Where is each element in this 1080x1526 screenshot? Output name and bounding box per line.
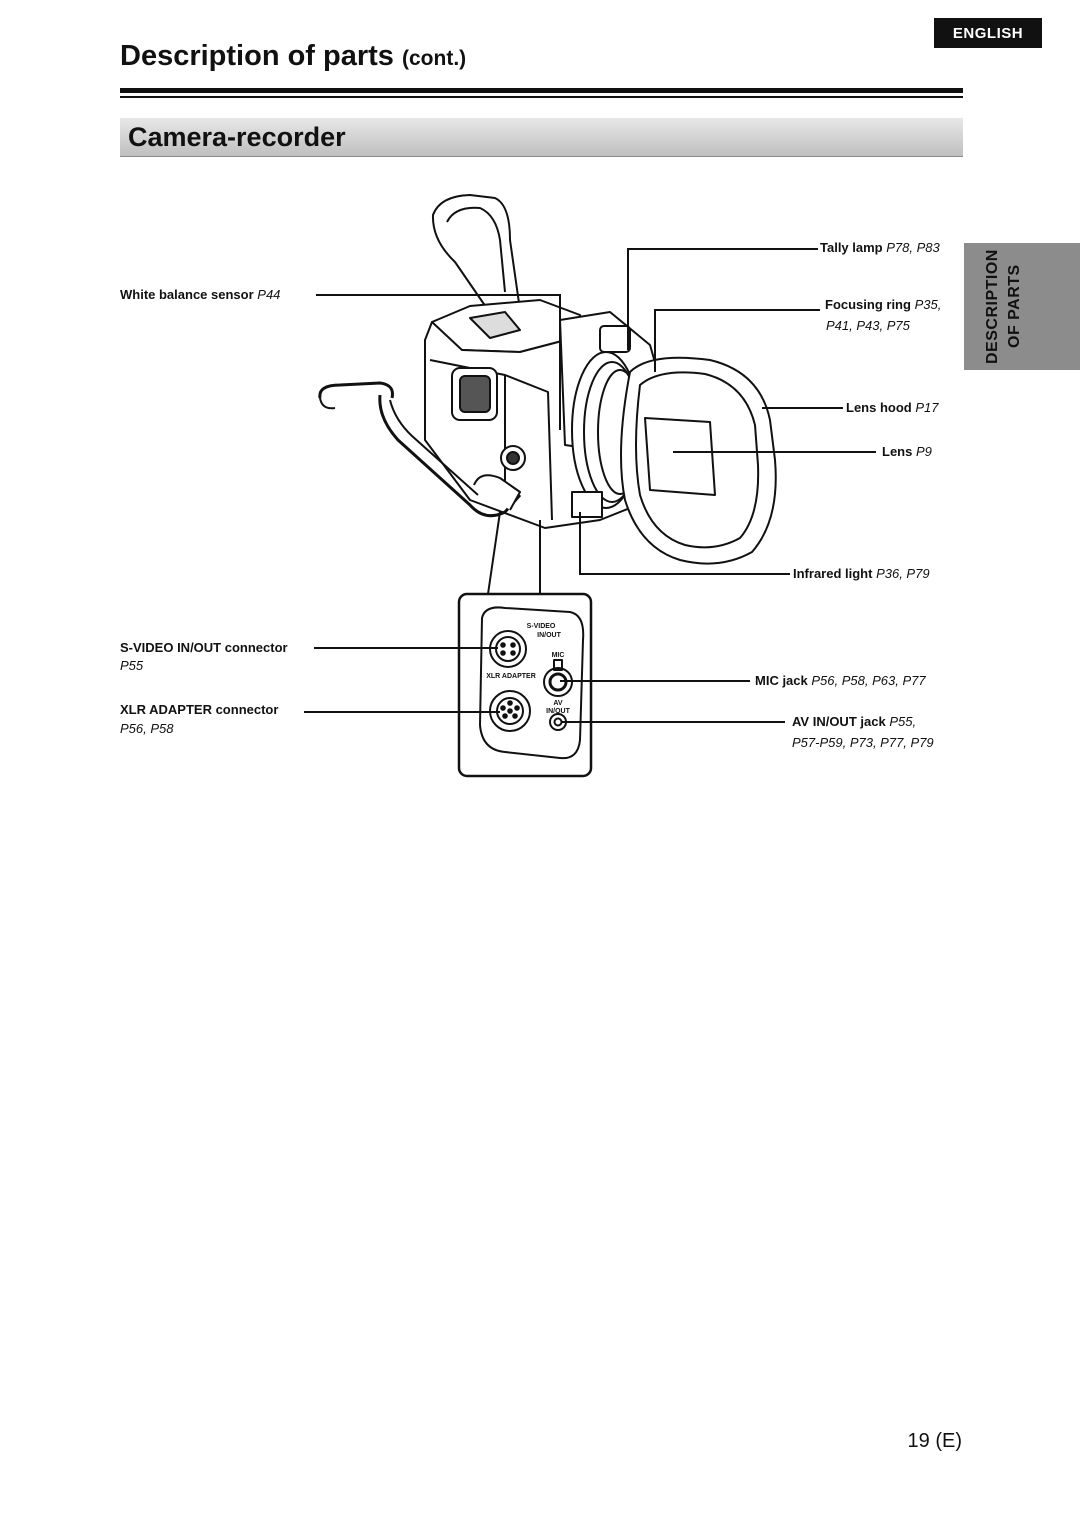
callout-svideo-ref-line: P55 — [120, 658, 143, 674]
cable — [318, 381, 394, 399]
callout-focusing-ring-ref2: P41, P43, P75 — [826, 318, 910, 333]
section-band — [120, 118, 963, 157]
callout-xlr-ref-line: P56, P58 — [120, 721, 174, 737]
callout-white-balance: White balance sensor P44 — [120, 287, 280, 303]
callout-svideo: S-VIDEO IN/OUT connector — [120, 640, 288, 656]
viewfinder-eyecup — [431, 194, 521, 311]
panel-label-av-1: AV — [553, 700, 563, 707]
panel-label-svideo-1: S-VIDEO — [527, 623, 556, 630]
leader-tally-lamp — [627, 248, 818, 350]
page-title: Description of parts (cont.) — [120, 40, 466, 73]
callout-tally-lamp-ref: P78, P83 — [886, 240, 940, 255]
language-tab-label: ENGLISH — [952, 24, 1024, 42]
callout-mic: MIC jack P56, P58, P63, P77 — [755, 673, 926, 689]
callout-mic-ref: P56, P58, P63, P77 — [811, 673, 926, 688]
callout-xlr-ref: P56, P58 — [120, 721, 174, 736]
callout-focusing-ring-ref1: P35, — [914, 297, 942, 312]
panel-label-av-2: IN/OUT — [546, 708, 570, 715]
callout-av-ref2: P57-P59, P73, P77, P79 — [792, 735, 934, 750]
header-rule-thin — [120, 96, 963, 98]
tally-lamp-shape — [599, 325, 631, 353]
viewfinder-eyecup-inner — [446, 206, 506, 293]
page-number: 19 (E) — [907, 1430, 962, 1452]
page-title-main: Description of parts — [120, 40, 394, 72]
callout-av-line2: P57-P59, P73, P77, P79 — [792, 735, 934, 751]
callout-white-balance-ref: P44 — [257, 287, 281, 302]
lens-glass — [644, 417, 716, 496]
section-title: Camera-recorder — [128, 122, 346, 152]
leader-white-balance — [316, 294, 561, 430]
callout-lens-name: Lens — [882, 444, 913, 459]
callout-lens-ref: P9 — [915, 444, 932, 459]
callout-lens-hood-name: Lens hood — [846, 400, 912, 415]
callout-white-balance-name: White balance sensor — [120, 287, 254, 302]
side-tab: DESCRIPTION OF PARTS — [964, 243, 1080, 370]
callout-svideo-ref: P55 — [120, 658, 144, 673]
grip-strap — [378, 394, 522, 518]
callout-infrared-ref: P36, P79 — [876, 566, 930, 581]
callout-focusing-ring-name: Focusing ring — [825, 297, 911, 312]
callout-focusing-ring: Focusing ring P35, — [825, 297, 941, 313]
callout-av-name: AV IN/OUT jack — [792, 714, 886, 729]
callout-xlr: XLR ADAPTER connector — [120, 702, 278, 718]
callout-svideo-name: S-VIDEO IN/OUT connector — [120, 640, 288, 655]
callout-lens: Lens P9 — [882, 444, 932, 460]
panel-label-svideo-2: IN/OUT — [537, 632, 561, 639]
panel-label-mic: MIC — [552, 652, 565, 659]
callout-infrared-name: Infrared light — [793, 566, 873, 581]
callout-xlr-name: XLR ADAPTER connector — [120, 702, 279, 717]
callout-lens-hood-ref: P17 — [915, 400, 939, 415]
page-title-suffix: (cont.) — [402, 47, 467, 70]
infrared-window — [571, 491, 603, 518]
header-rule-thick — [120, 88, 963, 93]
callout-infrared: Infrared light P36, P79 — [793, 566, 930, 582]
callout-mic-name: MIC jack — [755, 673, 808, 688]
camcorder-diagram: S-VIDEO IN/OUT MIC XLR ADAPTER AV IN/OUT — [304, 194, 876, 778]
callout-focusing-ring-line2: P41, P43, P75 — [826, 318, 910, 334]
callout-av: AV IN/OUT jack P55, — [792, 714, 916, 730]
leader-focusing-ring — [654, 309, 820, 372]
panel-label-xlr: XLR ADAPTER — [486, 673, 536, 680]
callout-lens-hood: Lens hood P17 — [846, 400, 938, 416]
leader-infrared — [579, 512, 790, 575]
callout-tally-lamp-name: Tally lamp — [820, 240, 883, 255]
language-tab: ENGLISH — [934, 18, 1042, 48]
panel-cavity — [479, 606, 585, 760]
callout-tally-lamp: Tally lamp P78, P83 — [820, 240, 940, 256]
callout-av-ref1: P55, — [889, 714, 917, 729]
page-title-suffix-text: cont. — [409, 47, 460, 70]
